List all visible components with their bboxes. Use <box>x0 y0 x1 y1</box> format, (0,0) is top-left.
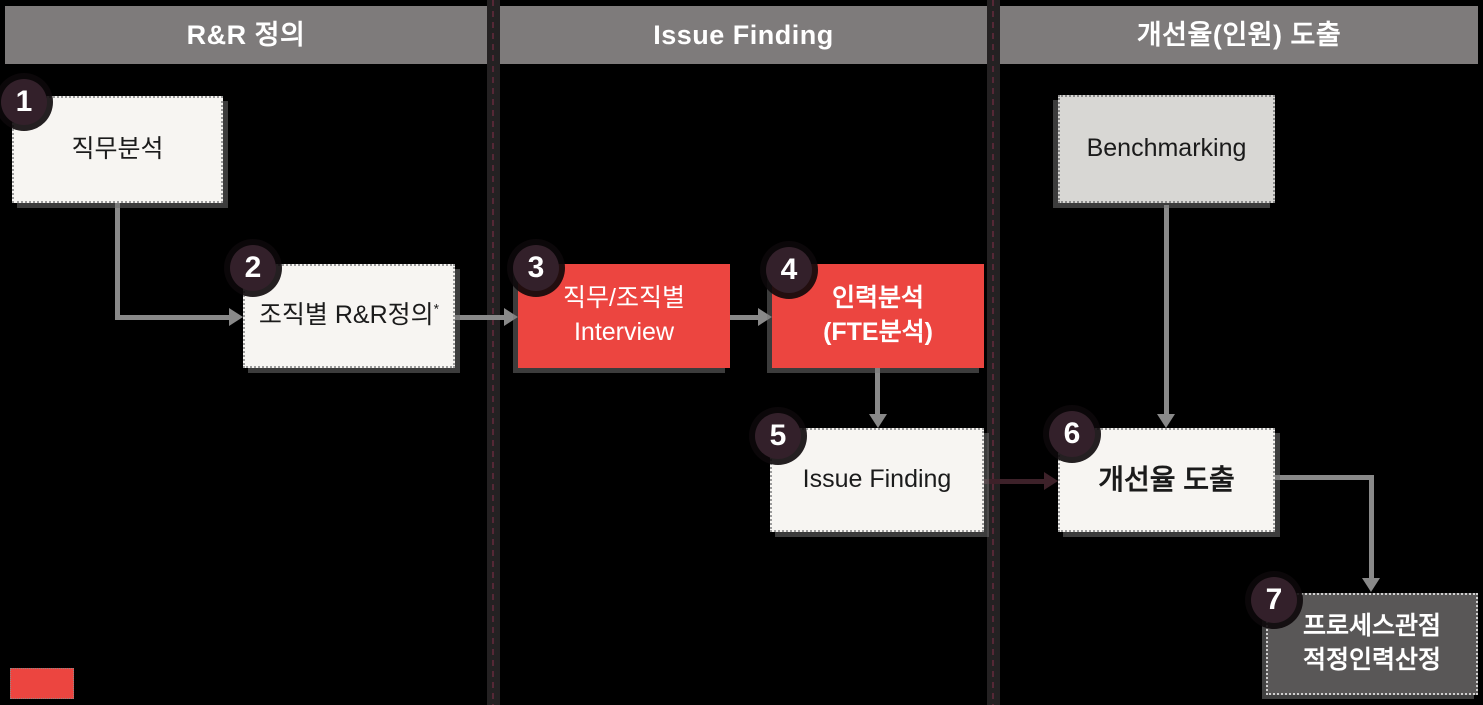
divider-dashed-line <box>492 0 494 705</box>
node-issue-finding-label: Issue Finding <box>802 465 952 494</box>
connector-4-5 <box>875 368 880 416</box>
arrowhead-into-node6-left <box>1044 472 1058 490</box>
step-badge-4: 4 <box>766 247 812 293</box>
connector-5-6 <box>984 479 1044 484</box>
arrowhead-into-node2 <box>229 308 243 326</box>
node-job-analysis: 직무분석 <box>12 96 223 203</box>
phase-title-rr-definition: R&R 정의 <box>186 20 306 50</box>
node-job-analysis-label: 직무분석 <box>71 134 164 163</box>
arrowhead-into-node5 <box>869 414 887 428</box>
arrowhead-into-node4 <box>758 308 772 326</box>
step-badge-7: 7 <box>1251 577 1297 623</box>
phase-divider-2 <box>987 0 1000 705</box>
node-rr-definition-label: 조직별 R&R정의 <box>258 301 434 330</box>
phase-header-bar <box>5 6 1478 64</box>
step-badge-1: 1 <box>1 79 47 125</box>
node-benchmarking: Benchmarking <box>1058 95 1275 203</box>
connector-benchmarking-6 <box>1164 205 1169 416</box>
node-issue-finding: Issue Finding <box>770 428 984 532</box>
divider-dashed-line <box>992 0 994 705</box>
node-improvement-rate: 개선율 도출 <box>1058 428 1275 532</box>
step-badge-5: 5 <box>755 413 801 459</box>
node-rr-definition-footnote-mark: * <box>433 300 440 317</box>
step-badge-6: 6 <box>1049 411 1095 457</box>
node-process-headcount: 프로세스관점 적정인력산정 <box>1266 593 1478 695</box>
step-badge-2: 2 <box>230 245 276 291</box>
node-interview-line2: Interview <box>573 318 675 346</box>
node-process-headcount-line1: 프로세스관점 <box>1302 612 1441 641</box>
connector-2-3 <box>453 315 504 320</box>
node-interview-line1: 직무/조직별 <box>563 284 685 313</box>
connector-6-7-vertical <box>1369 475 1374 579</box>
node-improvement-rate-label: 개선율 도출 <box>1098 464 1235 496</box>
node-benchmarking-label: Benchmarking <box>1086 134 1247 163</box>
arrowhead-into-node3 <box>504 308 518 326</box>
legend-red-swatch <box>10 668 74 699</box>
connector-1-2-vertical <box>115 203 120 318</box>
arrowhead-into-node7 <box>1362 578 1380 592</box>
phase-divider-1 <box>487 0 500 705</box>
connector-3-4 <box>730 315 758 320</box>
node-process-headcount-line2: 적정인력산정 <box>1302 646 1441 674</box>
node-rr-definition: 조직별 R&R정의* <box>243 264 455 368</box>
connector-1-2-horizontal <box>115 315 229 320</box>
connector-6-7-horizontal <box>1275 475 1374 480</box>
node-fte-analysis-line1: 인력분석 <box>831 284 924 313</box>
phase-title-issue-finding: Issue Finding <box>653 20 834 50</box>
node-interview: 직무/조직별 Interview <box>518 264 730 368</box>
node-fte-analysis-line2: (FTE분석) <box>823 318 933 346</box>
step-badge-3: 3 <box>513 245 559 291</box>
phase-title-improvement-rate: 개선율(인원) 도출 <box>1136 20 1342 50</box>
arrowhead-into-node6-top <box>1157 414 1175 428</box>
